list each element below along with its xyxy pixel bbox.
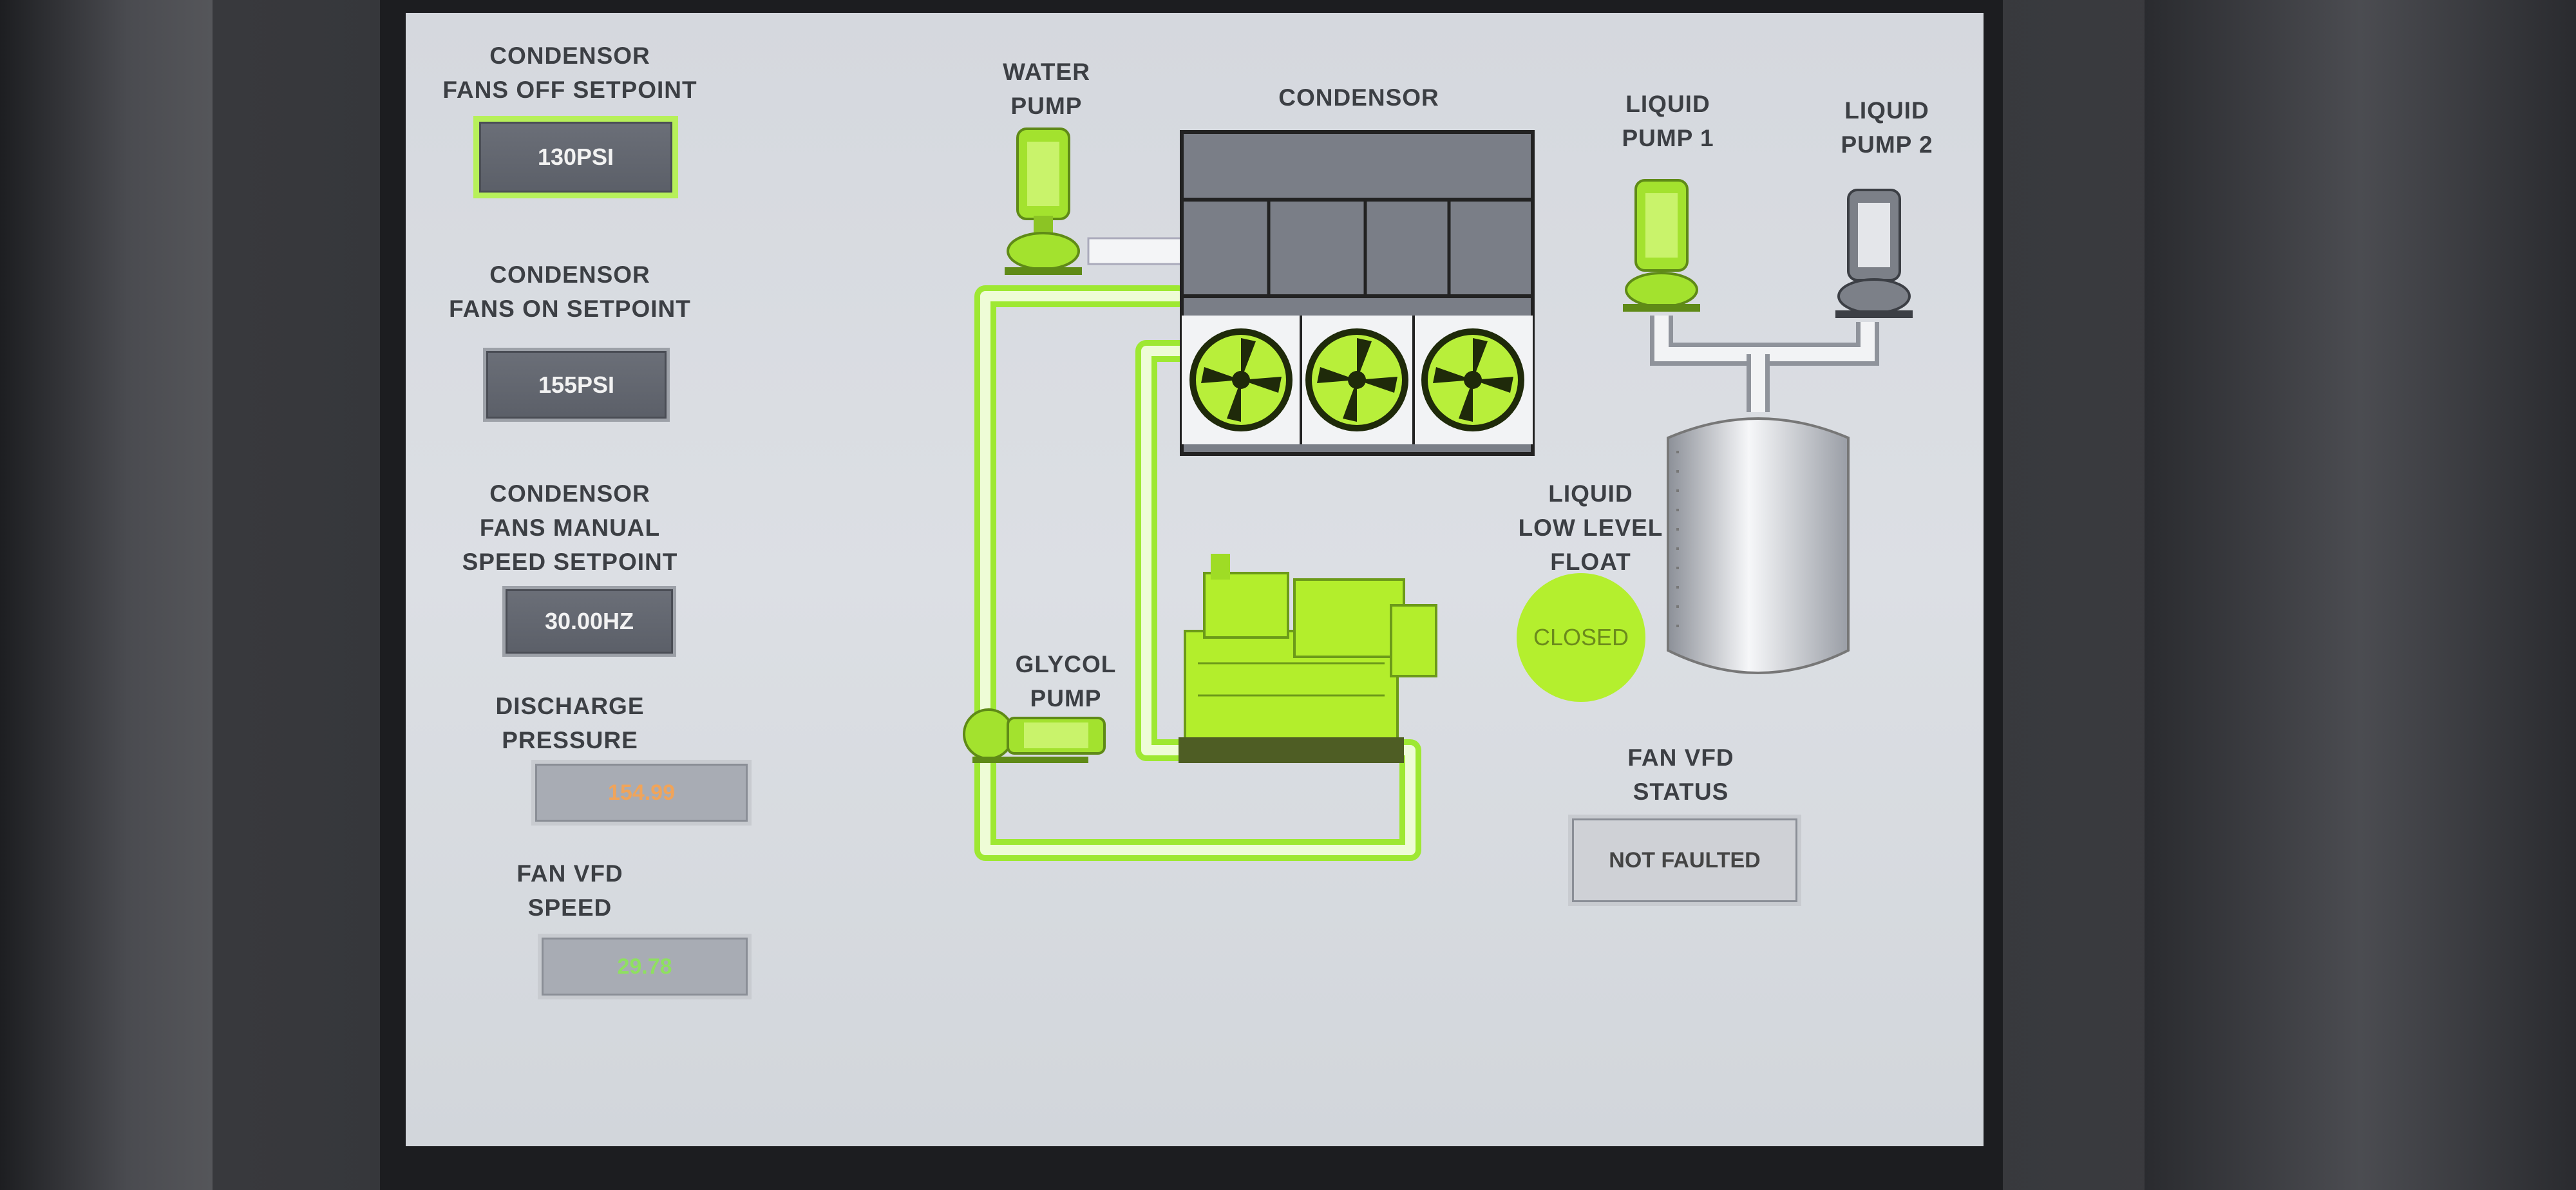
glycol-pump-label[interactable]: GLYCOL PUMP	[1015, 651, 1117, 712]
glycol-pipe	[974, 285, 1421, 861]
float-label: LIQUID LOW LEVEL FLOAT	[1518, 480, 1663, 575]
liquid-pump-1-label[interactable]: LIQUID PUMP 1	[1622, 91, 1714, 151]
glycol-pump-graphic	[963, 708, 1106, 763]
water-pump-graphic	[1005, 128, 1082, 275]
discharge-pressure-label: DISCHARGE PRESSURE	[495, 693, 645, 753]
fans-on-setpoint-input[interactable]: 155PSI	[483, 348, 670, 422]
compressor-graphic	[1179, 554, 1437, 763]
liquid-pump-2-label[interactable]: LIQUID PUMP 2	[1841, 97, 1933, 158]
manual-speed-setpoint-input[interactable]: 30.00HZ	[502, 586, 676, 657]
condensor-graphic	[1180, 130, 1535, 456]
manual-speed-label: CONDENSOR FANS MANUAL SPEED SETPOINT	[462, 480, 678, 575]
float-status-indicator: CLOSED	[1517, 573, 1645, 702]
vfd-status-readout: NOT FAULTED	[1568, 815, 1801, 906]
fan-vfd-speed-readout: 29.78	[538, 934, 752, 999]
enclosure-right-edge	[2145, 0, 2576, 1190]
liquid-pump-1-graphic	[1623, 179, 1700, 312]
vfd-status-label: FAN VFD STATUS	[1627, 744, 1734, 805]
fans-off-label: CONDENSOR FANS OFF SETPOINT	[442, 42, 697, 103]
condensor-fan-2	[1305, 328, 1408, 431]
liquid-pump-2-graphic	[1835, 189, 1913, 318]
float-state-text: CLOSED	[1533, 624, 1629, 650]
water-pump-label: WATER PUMP	[1003, 59, 1090, 119]
fans-on-label: CONDENSOR FANS ON SETPOINT	[449, 261, 691, 322]
receiver-tank	[1667, 417, 1850, 674]
liquid-header-pipe	[1650, 316, 1879, 412]
condensor-fan-1	[1189, 328, 1293, 431]
process-diagram	[963, 128, 1913, 861]
discharge-pressure-readout: 154.99	[531, 760, 752, 826]
enclosure-left-edge	[0, 0, 213, 1190]
fans-off-setpoint-input[interactable]: 130PSI	[473, 116, 678, 198]
condensor-label[interactable]: CONDENSOR	[1278, 84, 1439, 111]
fan-vfd-speed-label: FAN VFD SPEED	[516, 860, 623, 921]
hmi-screen: CONDENSOR FANS OFF SETPOINT 130PSI CONDE…	[406, 13, 1984, 1146]
condensor-fan-3	[1421, 328, 1524, 431]
